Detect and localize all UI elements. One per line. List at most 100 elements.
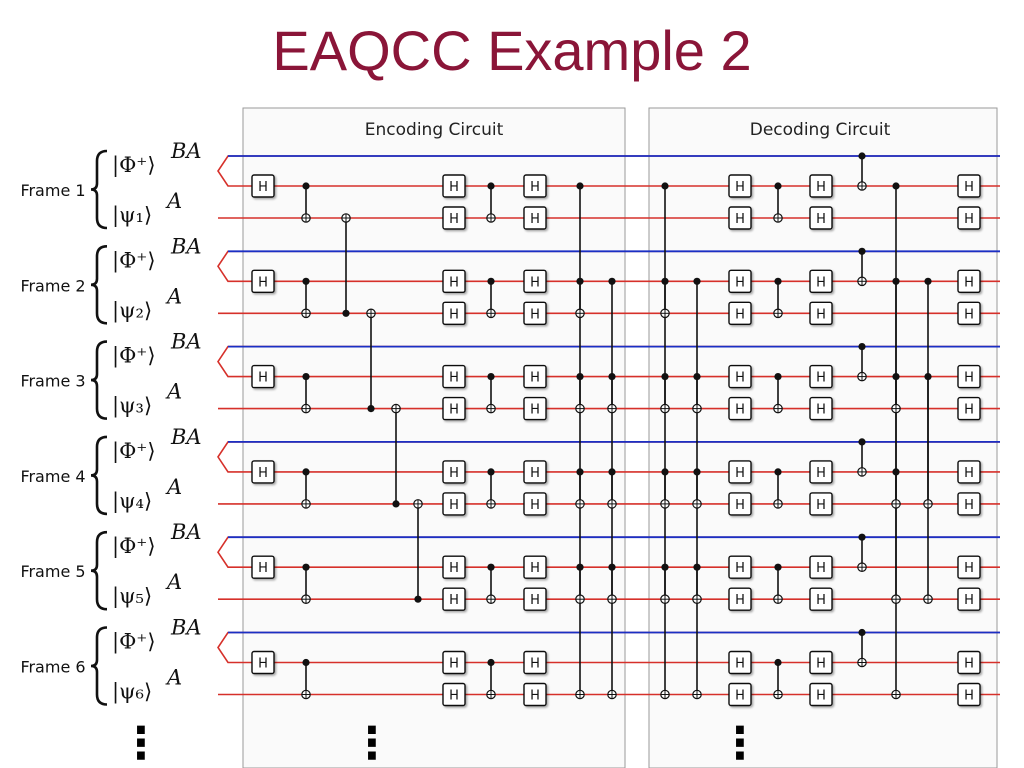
control-dot (924, 373, 932, 381)
hadamard-gate: H (728, 269, 752, 293)
control-dot (693, 373, 701, 381)
hadamard-gate-box (523, 555, 547, 579)
hadamard-gate: H (728, 396, 752, 421)
hadamard-gate: H (809, 364, 833, 389)
cnot-target (857, 371, 867, 382)
frame-label: Frame 2 (20, 276, 85, 295)
hadamard-gate-box (809, 269, 833, 293)
hadamard-gate: H (728, 460, 752, 484)
cnot-target (366, 308, 376, 319)
control-dot (693, 563, 701, 571)
hadamard-gate-box (809, 301, 833, 325)
control-dot (608, 563, 616, 571)
cnot-target (773, 594, 783, 604)
hadamard-gate: H (957, 206, 981, 230)
cnot-target (486, 499, 496, 509)
frame-label: Frame 6 (20, 658, 85, 677)
frame-bottom-superscript: A (165, 475, 182, 499)
control-dot (414, 595, 422, 603)
hadamard-gate-label: H (449, 307, 459, 322)
frame-brace (90, 149, 108, 230)
ellipsis-encoding: ⋮ (350, 718, 394, 768)
control-dot (858, 247, 866, 255)
hadamard-gate: H (251, 555, 275, 579)
hadamard-gate: H (251, 364, 275, 389)
hadamard-gate-box (728, 364, 752, 389)
control-dot (302, 563, 310, 571)
hadamard-gate-label: H (735, 403, 745, 418)
hadamard-gate-box (728, 174, 752, 198)
hadamard-gate-label: H (449, 593, 459, 608)
frame-top-superscript: BA (170, 616, 202, 640)
hadamard-gate-label: H (449, 466, 459, 481)
cnot-target (607, 403, 617, 414)
hadamard-gate-box (442, 269, 466, 293)
hadamard-gate: H (728, 682, 752, 707)
hadamard-gate: H (442, 650, 466, 675)
hadamard-gate: H (957, 269, 981, 293)
frame-top-superscript: BA (170, 520, 202, 544)
hadamard-gate-box (251, 364, 275, 389)
hadamard-gate-box (523, 269, 547, 293)
hadamard-gate: H (809, 492, 833, 516)
hadamard-gate: H (442, 587, 466, 611)
control-dot (487, 277, 495, 285)
encoding-panel-title: Encoding Circuit (365, 120, 504, 140)
hadamard-gate: H (957, 587, 981, 611)
frame-top-superscript: BA (170, 139, 202, 163)
control-dot (858, 533, 866, 541)
hadamard-gate: H (523, 174, 547, 198)
cnot-target (773, 689, 783, 700)
hadamard-gate-box (251, 460, 275, 484)
hadamard-gate-box (809, 396, 833, 421)
hadamard-gate-box (728, 492, 752, 516)
cnot-target (773, 213, 783, 223)
hadamard-gate: H (523, 460, 547, 484)
hadamard-gate: H (809, 460, 833, 484)
control-dot (576, 182, 584, 190)
hadamard-gate-box (442, 364, 466, 389)
hadamard-gate-label: H (449, 561, 459, 576)
hadamard-gate-label: H (964, 593, 974, 608)
hadamard-gate: H (809, 682, 833, 707)
hadamard-gate-box (251, 269, 275, 293)
hadamard-gate-label: H (964, 657, 974, 672)
hadamard-gate-box (442, 301, 466, 325)
hadamard-gate: H (957, 364, 981, 389)
cnot-target (341, 213, 351, 223)
hadamard-gate-box (957, 682, 981, 707)
frame-top-state: |Φ⁺⟩ (112, 248, 156, 273)
hadamard-gate-label: H (964, 371, 974, 386)
hadamard-gate: H (957, 555, 981, 579)
hadamard-gate: H (809, 174, 833, 198)
hadamard-gate: H (442, 555, 466, 579)
hadamard-gate-box (728, 682, 752, 707)
cnot-target (486, 689, 496, 700)
hadamard-gate: H (957, 492, 981, 516)
control-dot (774, 468, 782, 476)
hadamard-gate-label: H (530, 371, 540, 386)
frame-bottom-superscript: A (165, 284, 182, 308)
hadamard-gate-label: H (530, 593, 540, 608)
frame-bottom-state: |ψ₃⟩ (112, 394, 152, 419)
hadamard-gate-label: H (449, 498, 459, 513)
cnot-target (486, 213, 496, 223)
cnot-target (660, 499, 670, 509)
hadamard-gate-label: H (735, 180, 745, 195)
control-dot (302, 468, 310, 476)
control-dot (576, 468, 584, 476)
hadamard-gate: H (728, 555, 752, 579)
hadamard-gate: H (251, 174, 275, 198)
hadamard-gate-box (728, 555, 752, 579)
cnot-target (301, 213, 311, 223)
hadamard-gate: H (251, 269, 275, 293)
hadamard-gate: H (809, 206, 833, 230)
frame-bottom-superscript: A (165, 570, 182, 594)
hadamard-gate-box (957, 460, 981, 484)
hadamard-gate-label: H (735, 657, 745, 672)
hadamard-gate-box (809, 555, 833, 579)
hadamard-gate-box (809, 460, 833, 484)
hadamard-gate-label: H (964, 498, 974, 513)
control-dot (774, 277, 782, 285)
hadamard-gate-box (957, 174, 981, 198)
